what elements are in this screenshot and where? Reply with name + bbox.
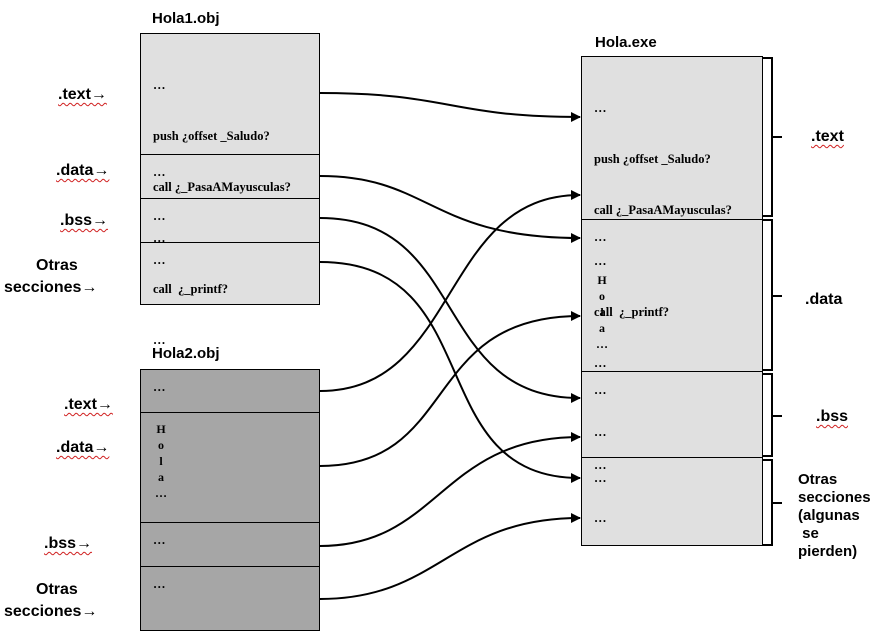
exe-title: Hola.exe bbox=[595, 34, 657, 51]
code-line: … bbox=[594, 254, 607, 268]
code-line: … bbox=[594, 101, 607, 115]
data-char: … bbox=[155, 486, 167, 500]
hola2-bss-content: … bbox=[153, 533, 166, 547]
brace-otras bbox=[762, 459, 782, 546]
brace-data bbox=[762, 219, 782, 371]
hola2-otras-section: … bbox=[141, 566, 319, 630]
hola2-data-section: H o l a … bbox=[141, 412, 319, 522]
exe-box: … push ¿offset _Saludo? call ¿_PasaAMayu… bbox=[581, 56, 763, 546]
hola1-bss-label: .bss→ bbox=[60, 212, 109, 229]
code-line: call ¿_printf? bbox=[594, 305, 669, 319]
code-line: call ¿_PasaAMayusculas? bbox=[594, 203, 732, 217]
hola2-text-label: .text→ bbox=[64, 396, 113, 413]
hola2-otras-label-1: Otras bbox=[36, 581, 78, 598]
hola1-object-box: … push ¿offset _Saludo? call ¿_PasaAMayu… bbox=[140, 33, 320, 347]
data-char: o bbox=[599, 289, 605, 303]
data-char: H bbox=[597, 273, 607, 287]
exe-data-chars: H o l a … bbox=[596, 272, 608, 352]
hola1-text-section: … push ¿offset _Saludo? call ¿_PasaAMayu… bbox=[141, 34, 319, 347]
hola2-bss-label: .bss→ bbox=[44, 535, 93, 552]
hola1-bss-content: … bbox=[153, 209, 166, 223]
data-char: o bbox=[158, 438, 164, 452]
otras-note-line: pierden) bbox=[798, 543, 858, 560]
exe-bss-line-1: … bbox=[594, 383, 607, 397]
exe-otras-section: … … bbox=[582, 457, 762, 545]
brace-text bbox=[762, 57, 782, 217]
data-char: a bbox=[599, 321, 605, 335]
arrow-hola1-text bbox=[319, 92, 581, 122]
data-char: l bbox=[600, 305, 604, 319]
hola1-data-content: … bbox=[153, 165, 166, 179]
exe-otras-line-1: … bbox=[594, 471, 607, 485]
code-line: … bbox=[153, 333, 166, 347]
arrow-hola2-otras bbox=[319, 513, 581, 600]
data-char: H bbox=[156, 422, 166, 436]
code-line: call ¿_printf? bbox=[153, 282, 228, 296]
exe-data-section: … H o l a … bbox=[582, 219, 762, 371]
arrow-hola1-data bbox=[319, 175, 581, 243]
hola2-otras-label-2: secciones→ bbox=[4, 603, 98, 620]
arrow-hola2-text bbox=[319, 190, 581, 392]
hola1-data-label: .data→ bbox=[56, 162, 110, 179]
brace-bss bbox=[762, 373, 782, 457]
otras-note-line: Otras bbox=[798, 471, 838, 488]
hola1-title: Hola1.obj bbox=[152, 10, 220, 27]
otras-note-line: secciones bbox=[798, 489, 871, 506]
exe-text-code: … push ¿offset _Saludo? call ¿_PasaAMayu… bbox=[594, 66, 732, 508]
code-line: … bbox=[153, 231, 166, 245]
data-char: … bbox=[596, 337, 608, 351]
exe-text-brace-label: .text bbox=[811, 128, 844, 145]
exe-otras-brace-label: Otras secciones (algunas se pierden) bbox=[798, 471, 871, 561]
hola1-otras-content: … bbox=[153, 253, 166, 267]
hola2-title: Hola2.obj bbox=[152, 345, 220, 362]
hola2-bss-section: … bbox=[141, 522, 319, 566]
hola1-otras-section: … bbox=[141, 242, 319, 304]
hola2-object-box: … H o l a … … … bbox=[140, 369, 320, 631]
code-line: push ¿offset _Saludo? bbox=[594, 152, 711, 166]
hola2-otras-content: … bbox=[153, 577, 166, 591]
hola1-otras-label-1: Otras bbox=[36, 257, 78, 274]
hola2-data-chars: H o l a … bbox=[155, 421, 167, 501]
hola2-data-label: .data→ bbox=[56, 439, 110, 456]
exe-bss-line-2: … bbox=[594, 425, 607, 439]
code-line: push ¿offset _Saludo? bbox=[153, 129, 270, 143]
exe-bss-section: … … bbox=[582, 371, 762, 457]
arrow-hola2-bss bbox=[319, 432, 581, 547]
code-line: … bbox=[594, 356, 607, 370]
exe-data-brace-label: .data bbox=[805, 291, 843, 308]
exe-bss-brace-label: .bss bbox=[816, 408, 849, 425]
hola1-otras-label-2: secciones→ bbox=[4, 279, 98, 296]
code-line: … bbox=[153, 78, 166, 92]
hola1-text-code: … push ¿offset _Saludo? call ¿_PasaAMayu… bbox=[153, 43, 291, 383]
hola2-text-content: … bbox=[153, 380, 166, 394]
code-line: … bbox=[594, 458, 607, 472]
arrow-hola1-otras bbox=[319, 261, 581, 483]
data-char: a bbox=[158, 470, 164, 484]
otras-note-line: se bbox=[798, 525, 819, 542]
exe-otras-line-2: … bbox=[594, 511, 607, 525]
arrow-hola1-bss bbox=[319, 217, 581, 403]
exe-data-top: … bbox=[594, 230, 607, 244]
hola1-text-label: .text→ bbox=[58, 86, 107, 103]
hola2-text-section: … bbox=[141, 370, 319, 412]
hola1-bss-section: … bbox=[141, 198, 319, 242]
exe-text-section: … push ¿offset _Saludo? call ¿_PasaAMayu… bbox=[582, 57, 762, 472]
code-line: call ¿_PasaAMayusculas? bbox=[153, 180, 291, 194]
hola1-data-section: … bbox=[141, 154, 319, 198]
data-char: l bbox=[159, 454, 163, 468]
otras-note-line: (algunas bbox=[798, 507, 860, 524]
arrow-hola2-data bbox=[319, 311, 581, 467]
